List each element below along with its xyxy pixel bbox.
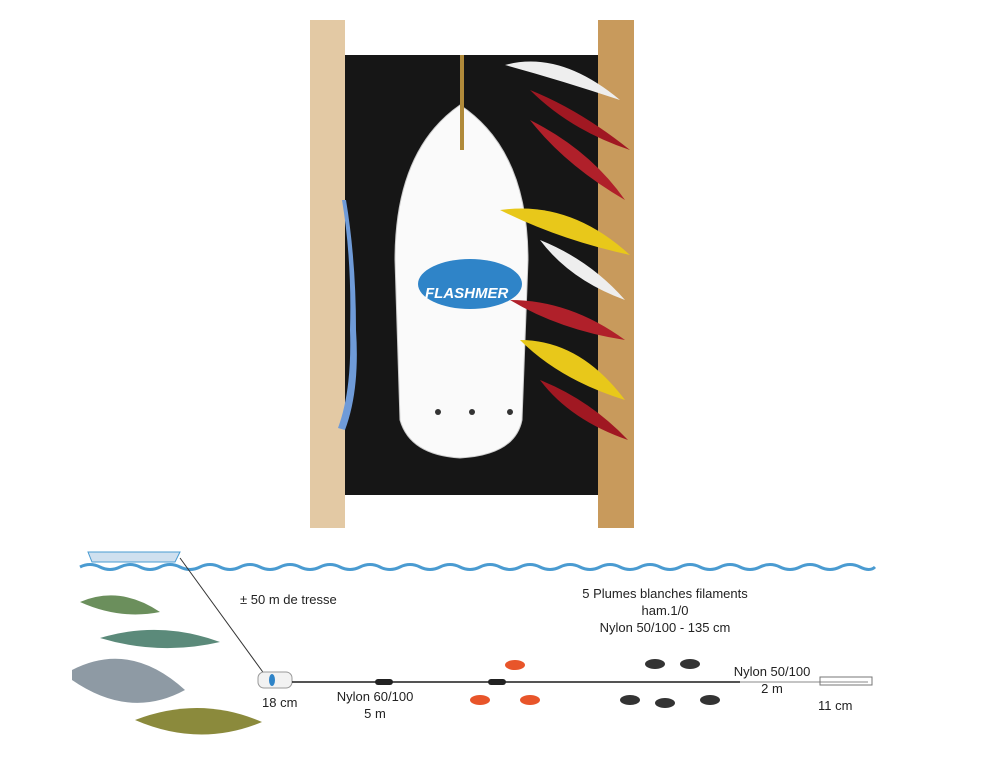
swivel-icon bbox=[375, 679, 393, 685]
end-line-length: 2 m bbox=[761, 681, 783, 696]
cork-frame-right bbox=[598, 20, 634, 528]
braid-line bbox=[179, 557, 266, 676]
main-line-length: 5 m bbox=[364, 706, 386, 721]
flashmer-logo bbox=[418, 259, 522, 309]
main-line-spec: Nylon 60/100 bbox=[336, 689, 414, 704]
fish-illustrations bbox=[72, 595, 262, 735]
float-size-label: 18 cm bbox=[262, 695, 298, 710]
boat-icon bbox=[87, 551, 181, 563]
feathers-description: 5 Plumes blanches filaments bbox=[582, 586, 748, 601]
water-surface bbox=[79, 563, 877, 571]
feathers-hook-size: ham.1/0 bbox=[641, 603, 689, 618]
logo-text: FLASHMER bbox=[425, 285, 509, 302]
feather-rig-icons bbox=[470, 659, 720, 708]
feathers-label: 5 Plumes blanches filaments ham.1/0 Nylo… bbox=[560, 585, 770, 636]
wooden-frame-left bbox=[310, 20, 345, 528]
feathers-line: Nylon 50/100 - 135 cm bbox=[599, 620, 731, 635]
braid-label: ± 50 m de tresse bbox=[240, 592, 337, 607]
swivel-icon bbox=[488, 679, 506, 685]
main-line-label: Nylon 60/100 5 m bbox=[320, 688, 430, 722]
end-line-label: Nylon 50/100 2 m bbox=[722, 663, 822, 697]
end-line-spec: Nylon 50/100 bbox=[733, 664, 811, 679]
end-lure-icon bbox=[819, 676, 873, 686]
lure-size-label: 11 cm bbox=[818, 698, 853, 713]
soft-lure-icon bbox=[338, 200, 357, 430]
feather-lures bbox=[500, 61, 630, 440]
